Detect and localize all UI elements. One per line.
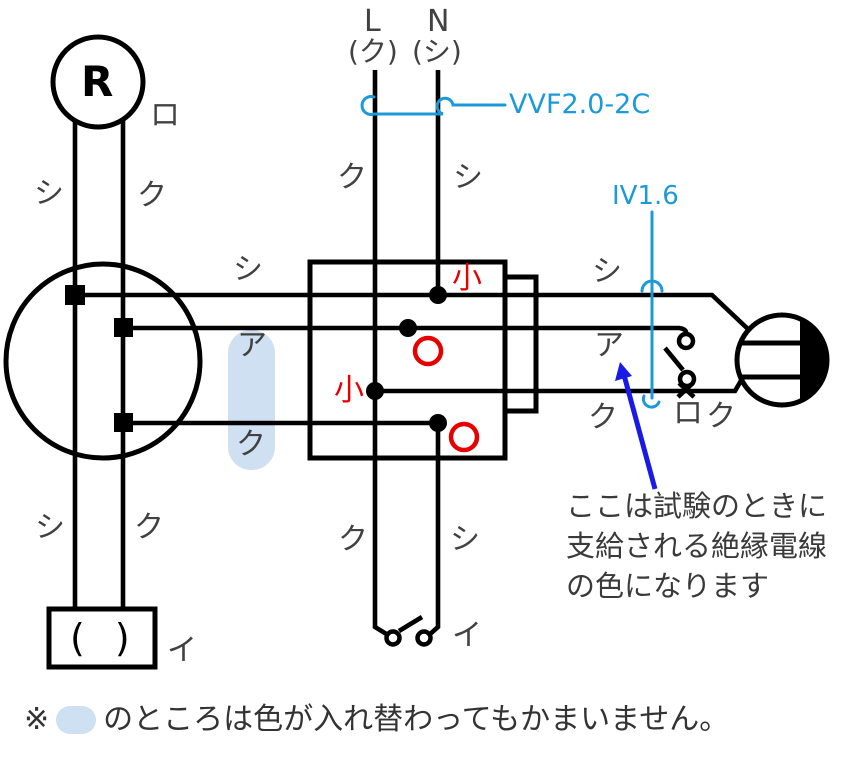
switch-ro-lever — [663, 346, 685, 372]
connector-device-paren: ( ) — [70, 616, 139, 660]
ceiling-light-terminals — [740, 340, 800, 380]
annotation-text: ここは試験のときに 支給される絶縁電線 の色になります — [566, 486, 854, 606]
wire-switch-i-return — [427, 423, 441, 637]
receptacle-letter: R — [81, 57, 114, 106]
sleeve-ring-mark-top — [412, 335, 444, 367]
wire-label-shi-bottom-left: シ — [35, 510, 65, 545]
receptacle-R-symbol — [50, 34, 146, 130]
wire-label-shi-right: シ — [592, 254, 622, 289]
wire-label-ku-lamp: ク — [706, 399, 736, 434]
wire-lamp-return — [375, 377, 744, 394]
circuit-label-ro-top: ロ — [150, 98, 180, 133]
annotation-line-1: ここは試験のときに — [566, 489, 828, 523]
circuit-label-ro-switch: ロ — [673, 396, 703, 431]
wire-label-shi-mid: シ — [233, 252, 263, 287]
annotation-line-3: の色になります — [566, 569, 770, 603]
footnote: ※ のところは色が入れ替わってもかまいません。 — [24, 705, 729, 735]
circuit-label-i-device: イ — [167, 633, 197, 668]
source-label-L-color: (ク) — [348, 35, 398, 68]
outlet-symbol — [3, 261, 203, 461]
ceiling-light-symbol — [734, 312, 830, 408]
wire-label-ku-bottom-left: ク — [134, 510, 164, 545]
wire-label-ku-source: ク — [337, 160, 367, 195]
annotation-line-2: 支給される絶縁電線 — [566, 529, 828, 563]
joint-dot-ku — [429, 414, 447, 432]
joint-dot-shi — [429, 286, 447, 304]
iv-wire-marker — [640, 210, 664, 409]
terminal-square-ku — [114, 413, 133, 432]
sleeve-small-mark-top: 小 — [452, 261, 482, 296]
wire-label-a-right: ア — [594, 328, 624, 363]
wire-label-a-mid: ア — [237, 328, 267, 363]
sleeve-small-mark-left: 小 — [334, 373, 364, 408]
wire-source-L — [372, 70, 390, 637]
ceiling-light-fill — [800, 319, 827, 401]
switch-ro-contact-bottom — [677, 369, 697, 389]
footnote-text: のところは色が入れ替わってもかまいません。 — [103, 702, 730, 737]
footnote-marker: ※ — [24, 702, 50, 737]
joint-box-extension — [502, 274, 539, 414]
terminal-square-a — [114, 318, 133, 337]
joint-dot-a — [399, 319, 417, 337]
switch-i-contact-right — [415, 629, 433, 647]
wire-label-ku-mid: ク — [236, 427, 266, 462]
wire-label-shi-bottom-mid: シ — [450, 522, 480, 557]
circuit-label-i-switch: イ — [452, 618, 482, 653]
wire-label-ku-receptacle: ク — [137, 178, 167, 213]
vvf-cable-label: VVF2.0-2C — [509, 89, 651, 120]
wire-label-shi-source: シ — [453, 160, 483, 195]
terminal-square-shi — [65, 285, 85, 305]
source-label-N: N — [427, 4, 450, 39]
annotation-arrow — [615, 362, 658, 490]
switch-ro-contact-top — [676, 331, 696, 351]
vvf-cable-marker — [360, 95, 507, 116]
wire-label-shi-receptacle: シ — [34, 176, 64, 211]
connector-device-box — [46, 606, 158, 670]
iv-wire-label: IV1.6 — [612, 181, 679, 211]
source-label-N-color: (シ) — [412, 35, 462, 68]
swap-highlight-legend-swatch — [56, 706, 97, 734]
switch-i-contact-left — [384, 629, 402, 647]
source-label-L: L — [364, 4, 381, 39]
swap-highlight-pill — [228, 330, 275, 470]
wire-shi-horizontal — [75, 292, 751, 332]
switch-i-lever — [397, 615, 424, 633]
wire-label-ku-right: ク — [588, 400, 618, 435]
joint-dot-return — [366, 382, 384, 400]
wire-label-ku-bottom-mid: ク — [338, 522, 368, 557]
sleeve-ring-mark-bottom — [448, 421, 480, 453]
